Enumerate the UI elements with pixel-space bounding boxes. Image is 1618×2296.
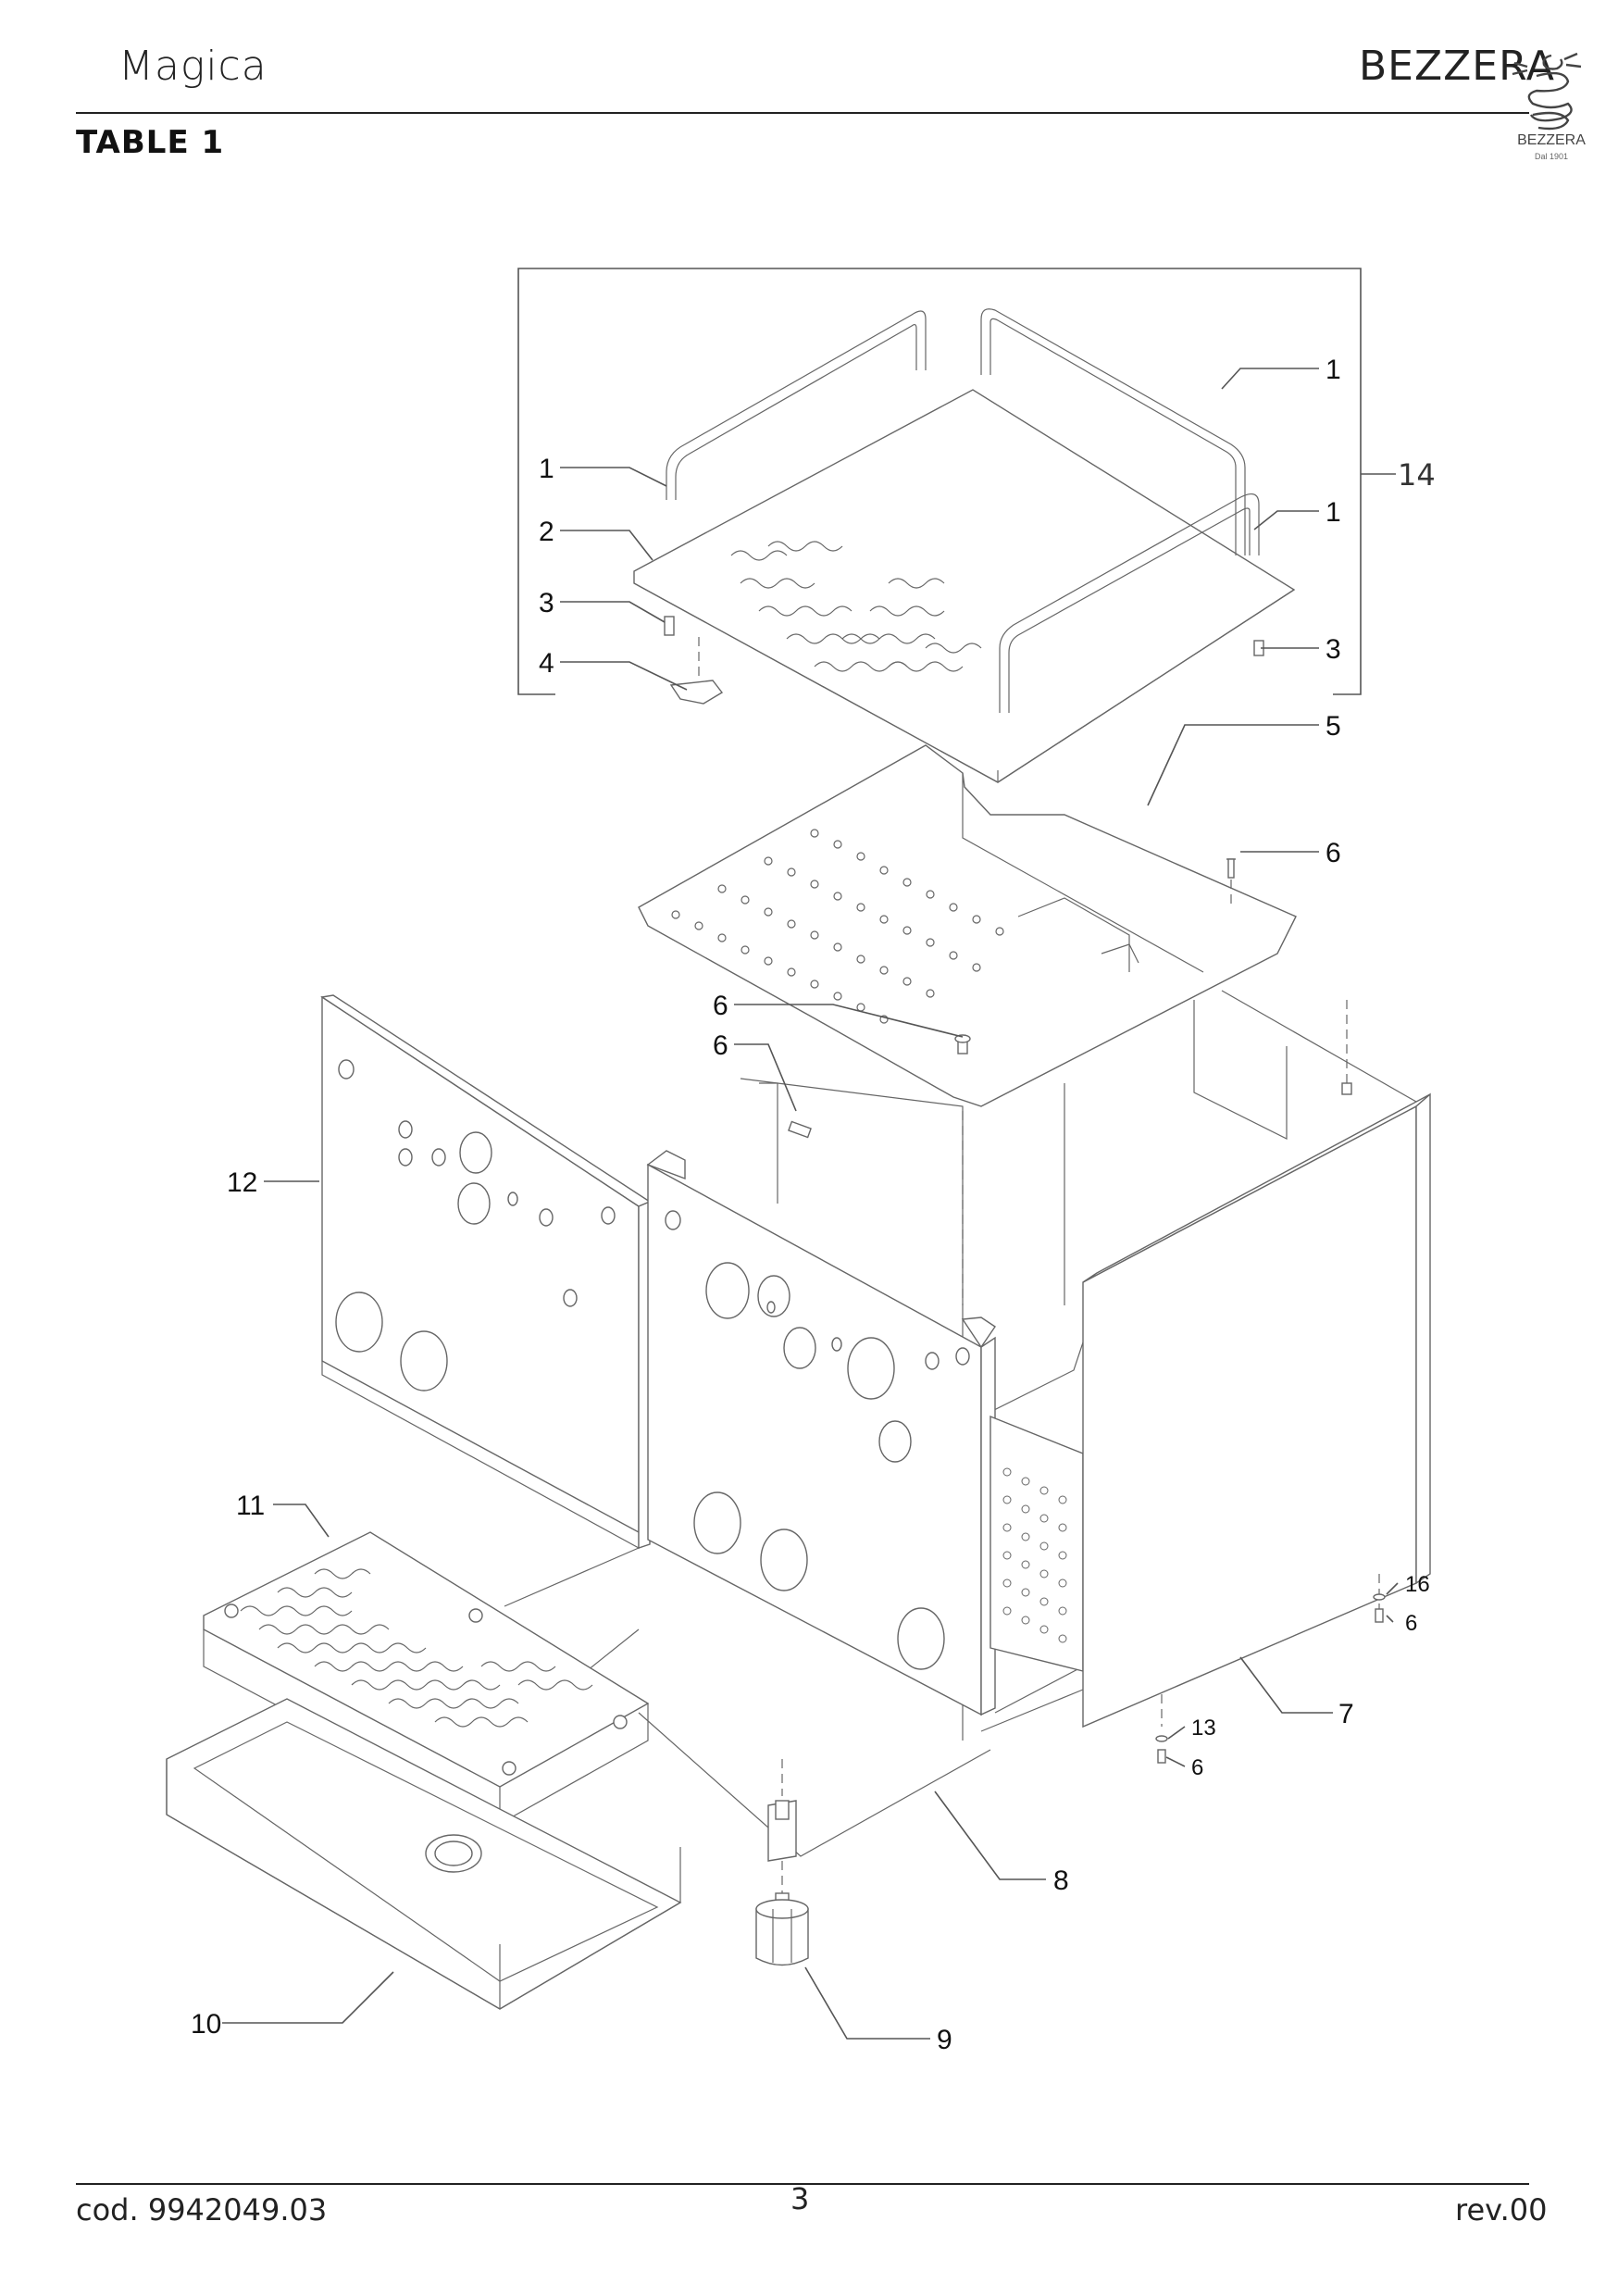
callout-6: 6 xyxy=(713,1030,728,1061)
screw-6-side xyxy=(788,1120,812,1139)
revision: rev.00 xyxy=(1455,2192,1548,2227)
cup-tray-grille xyxy=(633,389,1296,783)
callout-6: 6 xyxy=(1191,1755,1203,1780)
page-number: 3 xyxy=(790,2181,810,2216)
callout-5: 5 xyxy=(1326,711,1341,742)
screw-3-left xyxy=(664,616,700,676)
foot-rubber xyxy=(669,680,724,705)
front-panel xyxy=(646,1150,996,1716)
adjustable-foot xyxy=(755,1892,809,1966)
cup-rail-left xyxy=(666,310,927,500)
callout-9: 9 xyxy=(937,2025,952,2055)
callout-7: 7 xyxy=(1338,1699,1354,1729)
right-side-panel xyxy=(1082,1092,1431,1764)
drip-tray xyxy=(166,1698,682,2010)
left-side-panel xyxy=(320,994,652,1550)
screw-and-washer-13 xyxy=(1155,1735,1168,1764)
callout-10: 10 xyxy=(191,2009,221,2040)
callout-16: 16 xyxy=(1405,1572,1430,1597)
brand-name: BEZZERA xyxy=(1359,43,1555,90)
callout-6: 6 xyxy=(1326,838,1341,868)
screw-6-top-right xyxy=(1226,858,1236,909)
callout-12: 12 xyxy=(227,1167,257,1198)
callout-14: 14 xyxy=(1398,457,1436,493)
leader-lines xyxy=(222,368,1399,2040)
model-name: Magica xyxy=(118,43,268,90)
callout-1: 1 xyxy=(1326,355,1341,385)
callout-13: 13 xyxy=(1191,1716,1216,1741)
cup-rail-front xyxy=(999,493,1260,713)
callout-1: 1 xyxy=(1326,497,1341,528)
document-code: cod. 9942049.03 xyxy=(76,2192,328,2227)
table-title: TABLE 1 xyxy=(76,124,225,161)
callout-4: 4 xyxy=(539,648,554,679)
logo-subtext: Dal 1901 xyxy=(1535,152,1568,161)
callout-1: 1 xyxy=(539,454,554,484)
brand-logo: BEZZERA Dal 1901 xyxy=(1512,52,1586,161)
assembly-14-bracket xyxy=(517,268,1396,695)
header-rule xyxy=(76,112,1529,114)
footer-rule xyxy=(76,2183,1529,2185)
cup-rail-back xyxy=(980,308,1246,555)
callout-3: 3 xyxy=(1326,634,1341,665)
screw-6-middle xyxy=(954,1034,971,1054)
base-frame xyxy=(499,1547,1084,1898)
callout-3: 3 xyxy=(539,588,554,618)
callout-6: 6 xyxy=(1405,1611,1417,1636)
callout-2: 2 xyxy=(539,517,554,547)
callout-6: 6 xyxy=(713,991,728,1021)
inner-grid-panel xyxy=(989,1415,1084,1672)
drip-tray-grille xyxy=(203,1531,650,1825)
callout-8: 8 xyxy=(1053,1866,1069,1896)
logo-text: BEZZERA xyxy=(1517,132,1586,148)
callout-11: 11 xyxy=(236,1491,265,1521)
screw-and-washer-16 xyxy=(1373,1593,1386,1623)
top-cover xyxy=(638,744,1297,1107)
